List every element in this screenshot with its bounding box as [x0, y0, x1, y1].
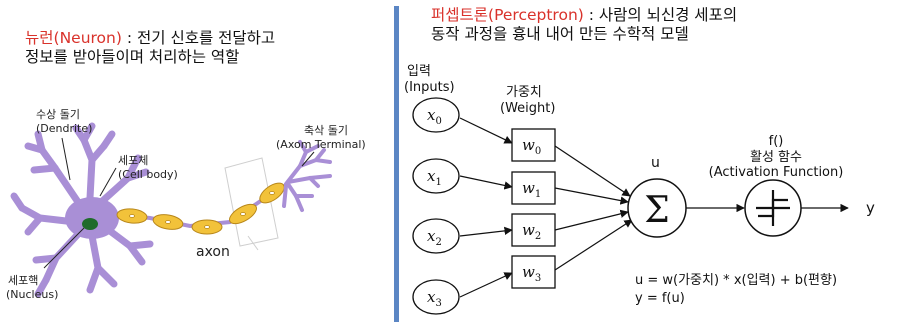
terminal-label-en: (Axom Terminal) [276, 138, 366, 151]
input-x1: x1 [427, 167, 442, 188]
activation-label-ko: 활성 함수 [750, 150, 802, 165]
panel-divider [394, 6, 399, 322]
terminal-label-ko: 축삭 돌기 [304, 124, 348, 137]
dendrite-pointer [61, 137, 71, 181]
inputs-label-en: (Inputs) [404, 80, 455, 95]
cellbody-label-ko: 세포체 [118, 154, 148, 167]
weight-box-w0 [511, 128, 556, 162]
perceptron-term: 퍼셉트론(Perceptron) [431, 6, 584, 24]
neuron-heading: 뉴런(Neuron) : 전기 신호를 전달하고 정보를 받아들이며 처리하는 … [25, 29, 275, 67]
weight-label-ko: 가중치 [506, 85, 542, 100]
neuron-term: 뉴런(Neuron) [25, 29, 122, 47]
input-nodes [412, 97, 460, 315]
weight-box-w2 [511, 213, 556, 247]
cellbody-pointer [99, 167, 117, 197]
nucleus-dot [82, 218, 98, 230]
weight-w1: w1 [522, 179, 541, 200]
axon-guide-line [247, 235, 259, 251]
input-node-x1 [412, 158, 460, 194]
weight-w3: w3 [522, 263, 541, 284]
dendrite-label-ko: 수상 돌기 [36, 108, 80, 121]
edge-x3-w3 [459, 272, 513, 298]
neuron-illustration: 수상 돌기 (Dendrite) 세포체 (Cell body) 축삭 돌기 (… [6, 108, 366, 301]
perceptron-heading-line2: 동작 과정을 흉내 내어 만든 수학적 모델 [431, 25, 689, 43]
formula-line1: u = w(가중치) * x(입력) + b(편향) [635, 273, 837, 288]
edge-w3-sum [554, 219, 633, 271]
myelin-dots [129, 191, 275, 229]
step-function-icon [756, 190, 790, 226]
edge-x1-w1 [459, 175, 513, 190]
cell-body [65, 197, 119, 239]
perceptron-diagram: 입력 (Inputs) 가중치 (Weight) [404, 64, 875, 315]
neuron-pointers [43, 137, 315, 269]
output-y: y [866, 199, 875, 217]
weight-sum-edges [554, 145, 633, 271]
activation-func-name: f() [769, 134, 784, 149]
inputs-label-ko: 입력 [407, 64, 431, 79]
cellbody-label-en: (Cell body) [118, 168, 178, 181]
myelin-sheath [116, 182, 285, 235]
nucleus-label-ko: 세포핵 [8, 274, 38, 287]
weight-box-w1 [511, 171, 556, 205]
weight-label-en: (Weight) [500, 101, 555, 116]
neuron-heading-line2: 정보를 받아들이며 처리하는 역할 [25, 48, 240, 66]
input-weight-edges [459, 117, 513, 298]
weight-boxes [511, 128, 556, 289]
input-x2: x2 [427, 227, 442, 248]
axon-terminal-branches [282, 140, 332, 212]
neuron-heading-line1: : 전기 신호를 전달하고 [121, 29, 276, 47]
input-node-x0 [412, 97, 460, 133]
input-node-x2 [412, 218, 460, 254]
activation-label-en: (Activation Function) [709, 165, 844, 180]
edge-w2-sum [554, 209, 629, 231]
input-node-x3 [412, 279, 460, 315]
sigma-icon: Σ [644, 190, 669, 231]
terminal-pointer [301, 151, 315, 167]
weight-w2: w2 [522, 221, 541, 242]
dendrites [10, 122, 154, 298]
sum-label-u: u [651, 155, 660, 171]
weight-box-w3 [511, 255, 556, 289]
edge-w0-sum [554, 145, 631, 197]
dendrite-label-en: (Dendrite) [36, 122, 92, 135]
input-x3: x3 [427, 288, 442, 309]
perceptron-heading-line1: : 사람의 뇌신경 세포의 [583, 6, 738, 24]
perceptron-heading: 퍼셉트론(Perceptron) : 사람의 뇌신경 세포의 동작 과정을 흉내… [431, 6, 737, 44]
formula-line2: y = f(u) [635, 291, 685, 306]
input-x0: x0 [427, 106, 442, 127]
nucleus-label-en: (Nucleus) [6, 288, 58, 301]
edge-x2-w2 [459, 226, 513, 237]
nucleus-pointer [43, 227, 85, 269]
edge-x0-w0 [459, 117, 513, 144]
axon-label: axon [196, 244, 230, 260]
weight-w0: w0 [522, 136, 541, 157]
edge-w1-sum [554, 187, 629, 205]
